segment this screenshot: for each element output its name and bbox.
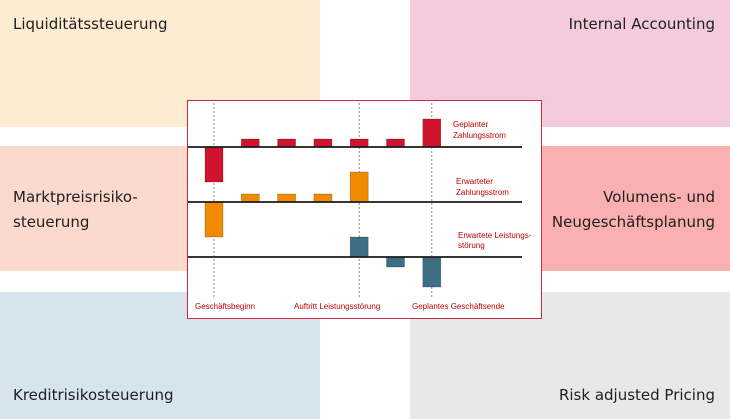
bar-series1-period3 [277,138,296,148]
label-volumens-line2: Neugeschäftsplanung [551,213,715,231]
label-internal-accounting: Internal Accounting [568,15,715,33]
label-liquiditaetssteuerung: Liquiditätssteuerung [13,15,168,33]
bar-series1-period1 [204,146,224,183]
bar-series3-period6 [386,256,405,268]
series-label-2-line1: Erwarteter [456,177,493,186]
label-marktpreisrisiko-line2: steuerung [13,213,90,231]
bar-series1-period5 [349,138,369,148]
label-kreditrisikosteuerung: Kreditrisikosteuerung [13,386,174,404]
bar-series3-period5 [349,236,369,258]
series-label-3-line1: Erwartete Leistungs- [458,231,532,240]
cashflow-chart: GeplanterZahlungsstromErwarteterZahlungs… [188,103,532,311]
marker-label-gesch-ftsbeginn: Geschäftsbeginn [195,302,255,311]
series-label-2-line2: Zahlungsstrom [456,188,509,197]
marker-label-geplantes-gesch-ftsende: Geplantes Geschäftsende [412,302,505,311]
bar-series3-period7 [422,256,442,288]
bar-series2-period5 [349,171,369,203]
label-marktpreisrisiko-line1: Marktpreisrisiko- [13,188,138,206]
label-volumens-line1: Volumens- und [603,188,715,206]
series-label-1-line2: Zahlungsstrom [453,131,506,140]
marker-label-auftritt-leistungsst-rung: Auftritt Leistungsstörung [294,302,380,311]
label-volumens-neugeschaeft: Volumens- und Neugeschäftsplanung [552,185,715,235]
bar-series1-period4 [313,138,333,148]
bar-series1-period6 [386,138,405,148]
bar-series2-period2 [240,193,260,203]
bar-series1-period7 [422,118,442,148]
bar-series2-period4 [313,193,333,203]
series-label-1-line1: Geplanter [453,120,488,129]
series-label-3-line2: störung [458,241,485,250]
label-marktpreisrisikosteuerung: Marktpreisrisiko- steuerung [13,185,138,235]
label-risk-adjusted-pricing: Risk adjusted Pricing [558,386,715,404]
bar-series2-period1 [204,201,224,238]
bar-series2-period3 [277,193,296,203]
bar-series1-period2 [240,138,260,148]
